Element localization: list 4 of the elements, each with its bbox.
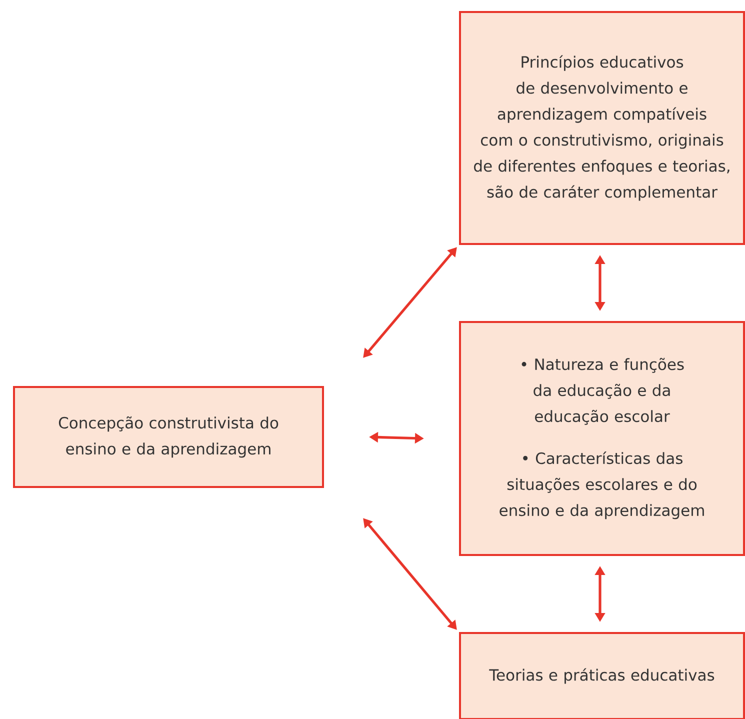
concept-box: Princípios educativos de desenvolvimento e aprendizagem compatíveis com o construtivismo, originais de diferentes enfoques e teorias, são de caráter complementar (459, 11, 745, 245)
concept-box: • Natureza e funções da educação e da educação escolar • Características das situações escolares e do ensino e da aprendizagem (459, 321, 745, 556)
concept-box: Concepção construtivista do ensino e da aprendizagem (13, 386, 324, 488)
concept-box: Teorias e práticas educativas (459, 632, 745, 719)
